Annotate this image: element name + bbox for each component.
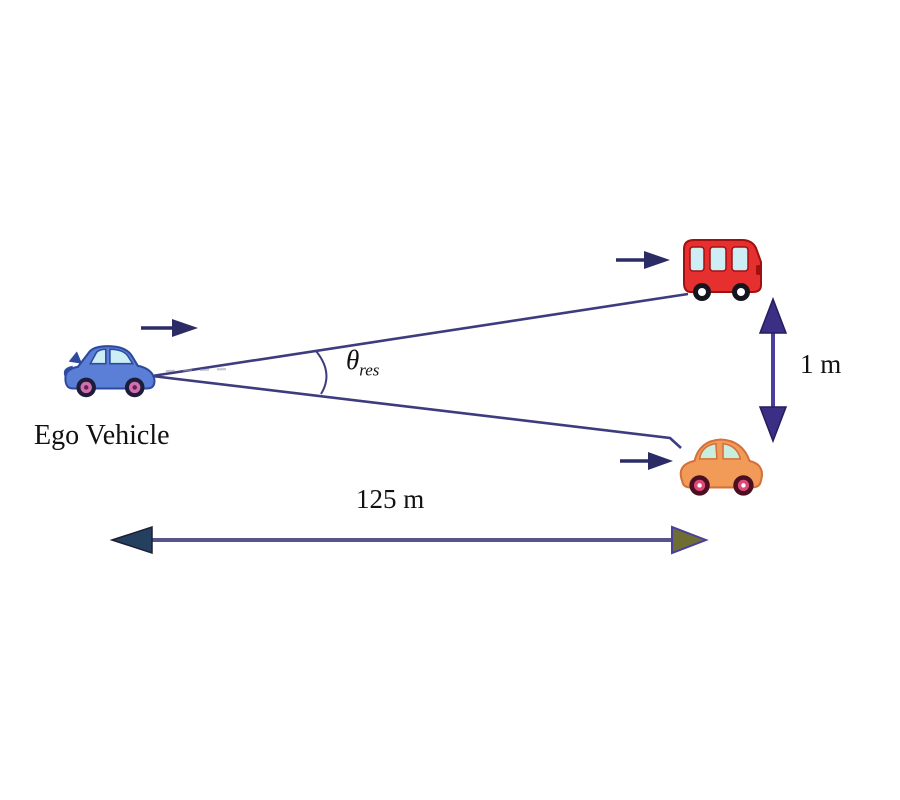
sight-line-lower [151, 374, 682, 449]
theta-symbol: θ [346, 345, 360, 375]
separation-measure-arrow [758, 296, 788, 444]
angle-resolution-label: θres [346, 346, 379, 379]
ego-vehicle-icon [63, 345, 156, 398]
target-van-icon [683, 239, 762, 301]
angle-arc [315, 350, 328, 395]
sight-line-upper [151, 292, 689, 378]
range-distance-label: 125 m [356, 484, 425, 514]
ego-motion-arrow-icon [141, 319, 198, 337]
ego-vehicle-label: Ego Vehicle [34, 420, 170, 451]
lateral-separation-label: 1 m [800, 349, 842, 379]
van-motion-arrow-icon [616, 251, 670, 269]
center-dash-line [165, 368, 231, 372]
target-car-icon [679, 438, 764, 496]
range-measure-arrow [109, 525, 709, 555]
theta-subscript: res [359, 360, 380, 380]
car-motion-arrow-icon [620, 452, 673, 470]
